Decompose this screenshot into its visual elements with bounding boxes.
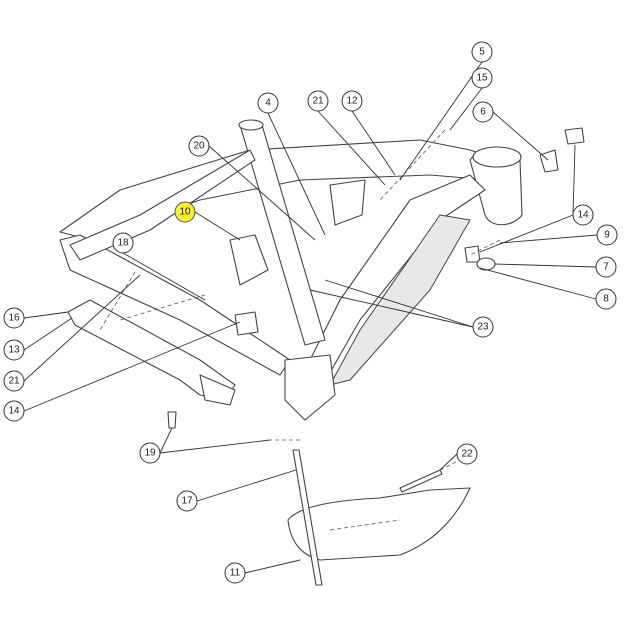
- callout-12: 12: [341, 90, 363, 112]
- svg-text:15: 15: [476, 73, 488, 84]
- callout-4: 4: [257, 92, 279, 114]
- svg-text:17: 17: [181, 496, 193, 507]
- callout-11: 11: [224, 562, 246, 584]
- callout-17: 17: [176, 490, 198, 512]
- svg-text:14: 14: [8, 406, 20, 417]
- svg-text:8: 8: [603, 294, 609, 305]
- svg-text:23: 23: [477, 322, 489, 333]
- callout-9: 9: [596, 224, 618, 246]
- svg-text:6: 6: [480, 107, 486, 118]
- callout-6: 6: [472, 101, 494, 123]
- svg-text:14: 14: [577, 210, 589, 221]
- callout-14-left: 14: [3, 400, 25, 422]
- svg-text:13: 13: [8, 345, 20, 356]
- svg-text:20: 20: [193, 141, 205, 152]
- svg-text:16: 16: [8, 313, 20, 324]
- leader-lines: [23, 61, 598, 574]
- svg-text:11: 11: [230, 568, 241, 579]
- callout-18: 18: [112, 232, 134, 254]
- callout-22: 22: [456, 443, 478, 465]
- svg-text:12: 12: [346, 96, 358, 107]
- svg-text:4: 4: [265, 98, 271, 109]
- svg-text:18: 18: [117, 238, 129, 249]
- bike-frame-drawing: [59, 119, 585, 586]
- callout-8: 8: [595, 288, 617, 310]
- svg-text:10: 10: [179, 207, 191, 218]
- callout-21-left: 21: [3, 370, 25, 392]
- callout-15: 15: [471, 67, 493, 89]
- svg-text:5: 5: [479, 47, 485, 58]
- svg-text:7: 7: [603, 262, 609, 273]
- callout-5: 5: [471, 41, 493, 63]
- svg-text:19: 19: [144, 448, 156, 459]
- svg-text:21: 21: [8, 376, 20, 387]
- callout-21-top: 21: [307, 90, 329, 112]
- callout-16: 16: [3, 307, 25, 329]
- svg-text:22: 22: [461, 449, 473, 460]
- callout-19: 19: [139, 442, 161, 464]
- callout-13: 13: [3, 339, 25, 361]
- callout-14-right: 14: [572, 204, 594, 226]
- callout-7: 7: [595, 256, 617, 278]
- callout-23: 23: [472, 316, 494, 338]
- callout-10-highlighted: 10: [174, 201, 196, 223]
- svg-text:21: 21: [312, 96, 324, 107]
- callout-20: 20: [188, 135, 210, 157]
- svg-text:9: 9: [604, 230, 610, 241]
